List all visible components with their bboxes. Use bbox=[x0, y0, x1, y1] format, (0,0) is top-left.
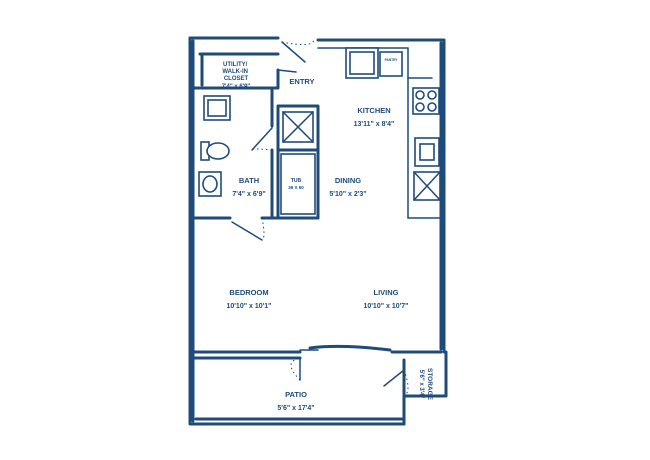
kitchen-sink-icon bbox=[414, 137, 440, 167]
living-size: 10'10" x 10'7" bbox=[363, 303, 408, 310]
pantry-label: PANTRY bbox=[385, 58, 399, 62]
utility-name-line-1: UTILITY/ bbox=[223, 62, 248, 68]
patio-walls bbox=[188, 356, 406, 421]
dining-size: 5'10" x 2'3" bbox=[329, 191, 366, 198]
dishwasher-icon bbox=[413, 171, 441, 201]
kitchen-label: KITCHEN bbox=[357, 106, 390, 115]
toilet-icon bbox=[200, 141, 230, 161]
utility-closet-size: 7'4" x 6'9" bbox=[222, 84, 251, 90]
entry-label: ENTRY bbox=[289, 77, 314, 86]
patio-size: 5'6" x 17'4" bbox=[277, 405, 314, 412]
dining-label: DINING bbox=[335, 176, 361, 185]
bath-size: 7'4" x 6'9" bbox=[232, 191, 265, 198]
utility-name-line-3: CLOSET bbox=[224, 76, 249, 82]
bath-sink-icon bbox=[198, 171, 222, 197]
utility-name-line-2: WALK-IN bbox=[222, 69, 248, 75]
storage-label: STORAGE bbox=[426, 368, 433, 401]
kitchen-size: 13'11" x 8'4" bbox=[354, 121, 395, 128]
pantry-icon bbox=[379, 51, 403, 77]
doors bbox=[231, 39, 409, 397]
stove-icon bbox=[412, 87, 440, 115]
storage-label-group: STORAGE 5'6" x 3'4" bbox=[418, 368, 433, 401]
living-label: LIVING bbox=[373, 288, 398, 297]
utility-closet-label: UTILITY/ WALK-IN CLOSET bbox=[222, 62, 249, 82]
tub-label: TUB bbox=[291, 178, 302, 184]
refrigerator-icon bbox=[345, 47, 379, 79]
interior-walls bbox=[191, 47, 443, 398]
fixtures bbox=[198, 47, 441, 215]
tub-size: 36 X 60 bbox=[288, 185, 304, 190]
tub-icon bbox=[280, 153, 316, 215]
bath-label: BATH bbox=[239, 176, 259, 185]
shower-icon bbox=[282, 111, 314, 143]
bedroom-size: 10'10" x 10'1" bbox=[226, 303, 271, 310]
bedroom-label: BEDROOM bbox=[229, 288, 268, 297]
patio-label: PATIO bbox=[285, 390, 307, 399]
storage-size: 5'6" x 3'4" bbox=[418, 370, 424, 399]
room-labels: UTILITY/ WALK-IN CLOSET 7'4" x 6'9" ENTR… bbox=[222, 58, 433, 412]
